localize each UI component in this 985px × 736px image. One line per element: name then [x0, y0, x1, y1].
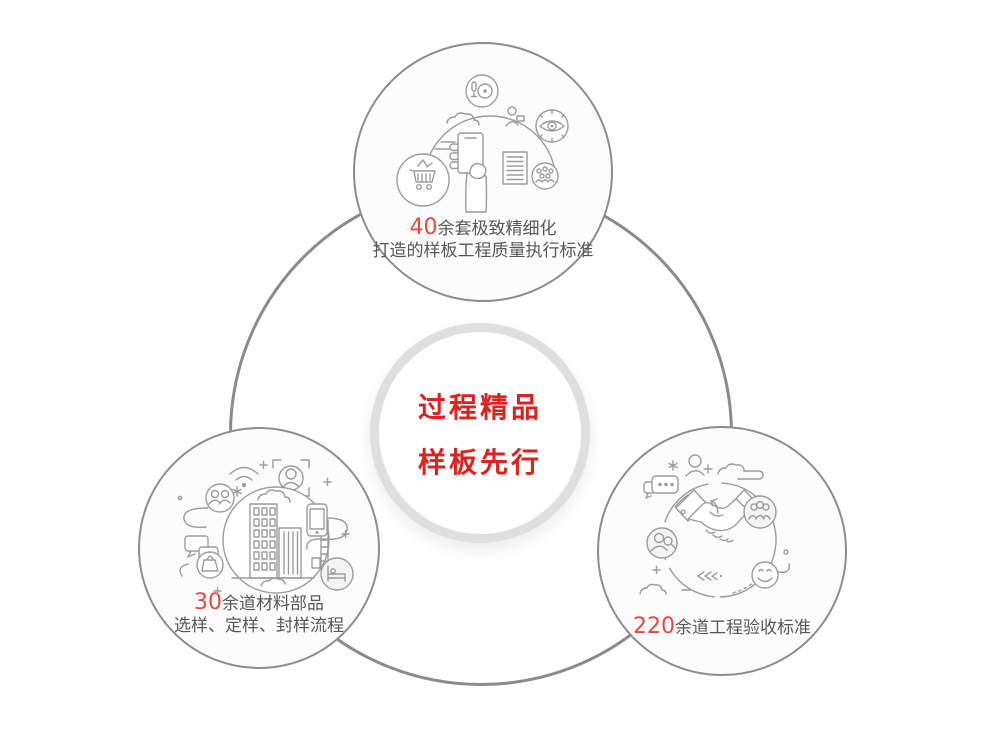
asterisk-sparkle	[668, 460, 678, 471]
caption-line2: 选样、定样、封样流程	[174, 616, 344, 636]
caption-line1: 40余套极致精细化	[409, 215, 557, 240]
connector-squiggle	[179, 563, 189, 577]
dome-arc	[423, 115, 557, 183]
connector-squiggle	[183, 507, 209, 529]
caption-line2: 打造的样板工程质量执行标准	[372, 241, 594, 261]
caption-quality-standards: 40余套极致精细化 打造的样板工程质量执行标准	[355, 217, 611, 262]
smiley-icon	[751, 549, 790, 589]
disc-record-icon	[465, 74, 499, 108]
people-group-icon	[205, 483, 235, 513]
return-arrow-icon	[710, 498, 719, 514]
chevrons-icon	[697, 571, 723, 581]
caption-acceptance-standards: 220余道工程验收标准	[599, 616, 845, 639]
dot-sparkle	[177, 495, 183, 501]
city-materials-illustration	[177, 459, 354, 596]
bed-icon	[320, 557, 354, 591]
eye-icon	[535, 109, 569, 143]
caption-material-process: 30余道材料部品 选样、定样、封样流程	[140, 592, 378, 637]
smartphone-icon	[306, 503, 328, 537]
feature-number: 220	[633, 614, 675, 639]
ring-highlight-segment	[674, 494, 689, 508]
worker-icon	[505, 106, 525, 127]
team-group-icon	[743, 495, 777, 529]
cloud-line-icon	[717, 463, 764, 480]
feature-number: 40	[409, 215, 438, 240]
person-search-icon	[646, 527, 678, 559]
node-acceptance-standards: 220余道工程验收标准	[597, 426, 847, 676]
caption-line1: 220余道工程验收标准	[633, 614, 811, 639]
face-scan-icon	[272, 459, 310, 497]
center-slogan-line2: 样板先行	[417, 445, 542, 479]
asterisk-sparkle	[232, 486, 242, 497]
hand-phone-icon	[449, 132, 488, 213]
city-buildings-icon	[222, 486, 330, 594]
document-icon	[502, 151, 528, 185]
chat-bubble-icon	[643, 475, 679, 499]
connector-squiggle	[306, 517, 348, 550]
wifi-icon	[229, 466, 259, 487]
mobile-shopping-quality-illustration	[396, 74, 569, 213]
cloud-icon	[446, 112, 480, 126]
cloud-icon	[639, 583, 667, 595]
center-slogan-line1: 过程精品	[417, 390, 542, 424]
center-slogan-circle: 过程精品 样板先行	[370, 323, 590, 543]
add-user-icon	[685, 454, 713, 477]
shopping-cart-icon	[396, 153, 450, 207]
caption-line1: 30余道材料部品	[194, 590, 324, 615]
feature-number: 30	[194, 590, 222, 615]
shopping-bag-icon	[196, 551, 224, 579]
crowd-icon	[531, 162, 559, 190]
plus-sparkle	[652, 565, 661, 575]
handshake-acceptance-illustration	[639, 454, 790, 598]
